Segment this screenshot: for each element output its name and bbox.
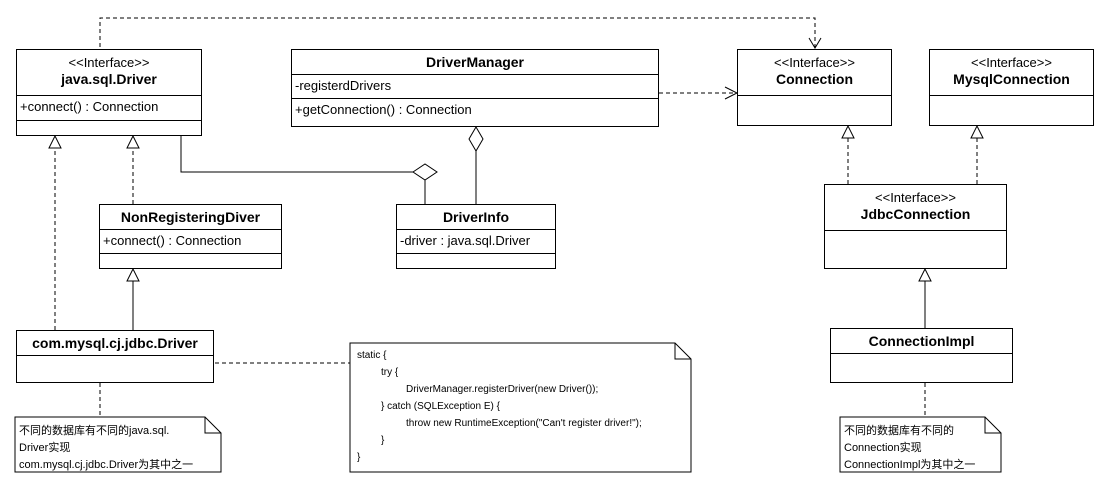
arrowhead-connection-top [808,37,822,49]
class-connection: <<Interface>> Connection [737,49,892,126]
class-connection-impl: ConnectionImpl [830,328,1013,383]
class-name: java.sql.Driver [61,71,157,87]
class-mysql-connection: <<Interface>> MysqlConnection [929,49,1094,126]
dependency-driver-connection [99,17,816,47]
code-line-7: } [357,452,361,463]
code-line-5: throw new RuntimeException("Can't regist… [406,418,642,429]
stereotype-label: <<Interface>> [875,190,956,205]
stereotype-label: <<Interface>> [774,55,855,70]
class-name: ConnectionImpl [868,333,975,349]
class-driver-manager: DriverManager -registerdDrivers +getConn… [291,49,659,127]
connection-note-line-1: 不同的数据库有不同的 [844,425,954,437]
driver-note-line-2: Driver实现 [19,442,71,454]
class-name: MysqlConnection [953,71,1070,87]
generalization-triangle-1 [126,267,140,282]
attribute-driver: -driver : java.sql.Driver [397,229,555,253]
class-name: DriverManager [425,54,525,70]
code-line-3: DriverManager.registerDriver(new Driver(… [406,384,599,395]
class-non-registering-driver: NonRegisteringDiver +connect() : Connect… [99,204,282,269]
stereotype-label: <<Interface>> [971,55,1052,70]
connection-note-shape [839,416,1002,473]
class-name: com.mysql.cj.jdbc.Driver [32,335,198,351]
realization-triangle-3 [841,124,855,139]
association-driver-driverinfo [180,136,413,173]
connection-note-line-2: Connection实现 [844,442,922,454]
code-line-1: static { [357,350,387,361]
realization-triangle-2 [126,134,140,149]
generalization-triangle-2 [918,267,932,282]
driver-note-line-3: com.mysql.cj.jdbc.Driver为其中之一 [19,459,194,471]
class-driver-info: DriverInfo -driver : java.sql.Driver [396,204,556,269]
diamond-driverinfo [412,163,438,181]
driver-note-line-1: 不同的数据库有不同的java.sql. [19,425,170,437]
code-note-shape [349,342,692,473]
attribute-registerd-drivers: -registerdDrivers [292,74,658,98]
class-name: JdbcConnection [860,206,971,222]
connection-note-line-3: ConnectionImpl为其中之一 [844,459,976,471]
class-java-sql-driver: <<Interface>> java.sql.Driver +connect()… [16,49,202,136]
class-name: DriverInfo [442,209,510,225]
code-line-6: } [381,435,385,446]
code-line-2: try { [381,367,399,378]
code-line-4: } catch (SQLException E) { [381,401,500,412]
method-connect: +connect() : Connection [100,229,281,253]
class-name: Connection [776,71,853,87]
stereotype-label: <<Interface>> [68,55,150,70]
diamond-drivermanager [468,126,484,152]
class-mysql-cj-driver: com.mysql.cj.jdbc.Driver [16,330,214,383]
method-get-connection: +getConnection() : Connection [292,98,658,126]
realization-triangle-4 [970,124,984,139]
class-name: NonRegisteringDiver [120,209,261,225]
driver-note-shape [14,416,222,473]
class-jdbc-connection: <<Interface>> JdbcConnection [824,184,1007,269]
method-connect: +connect() : Connection [17,95,201,120]
realization-triangle-1 [48,134,62,149]
